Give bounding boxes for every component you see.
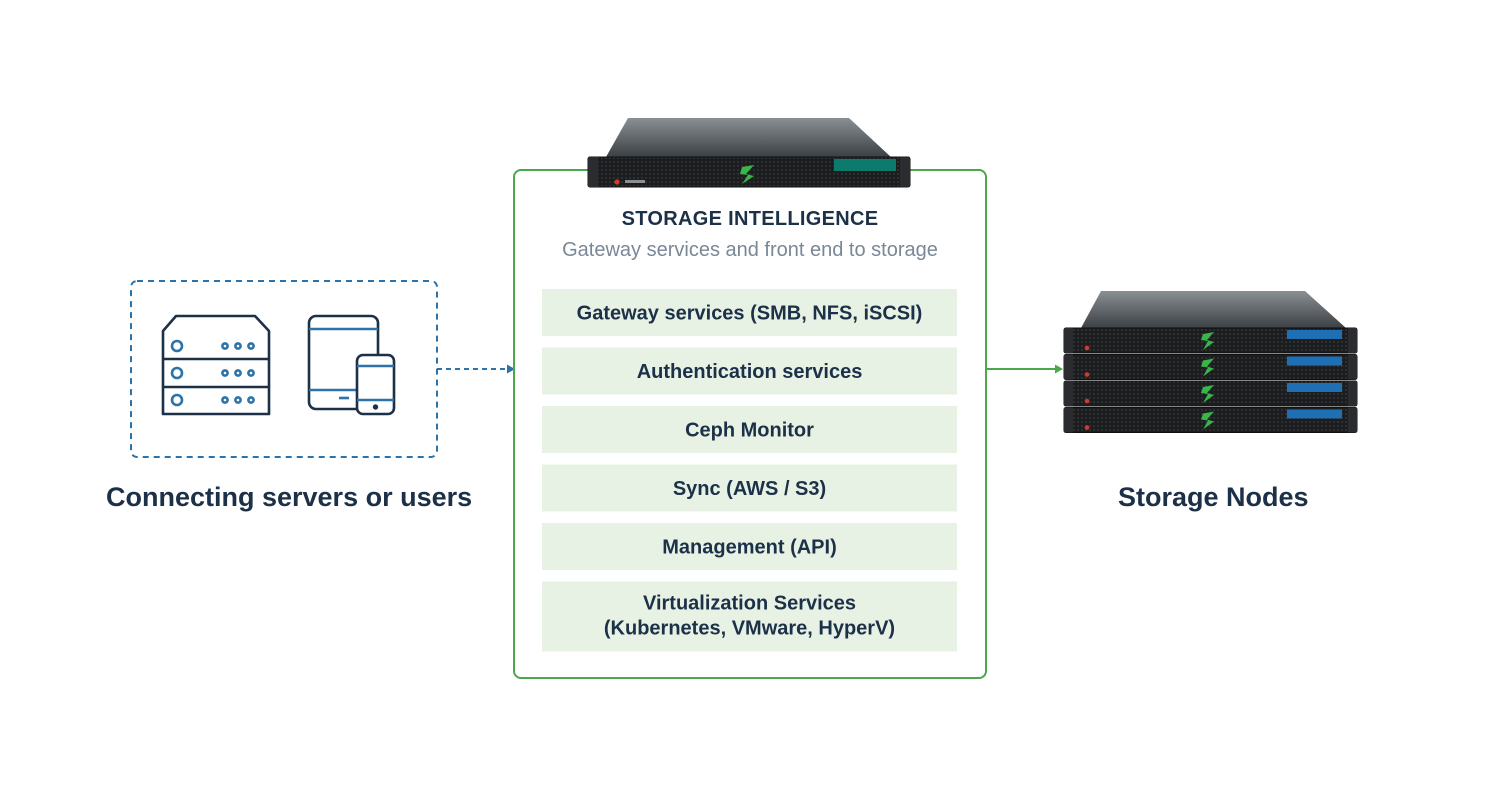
service-label: Ceph Monitor [685, 420, 814, 442]
storage-intelligence-subtitle: Gateway services and front end to storag… [562, 239, 938, 261]
service-row: Virtualization Services (Kubernetes, VMwa… [542, 581, 957, 652]
service-label: Authentication services [637, 361, 863, 383]
service-row: Management (API) [542, 523, 957, 570]
connecting-servers-label: Connecting servers or users [106, 482, 473, 512]
service-row: Authentication services [542, 347, 957, 395]
service-row-background [542, 406, 957, 453]
service-row: Sync (AWS / S3) [542, 464, 957, 512]
gateway-server-image [587, 118, 911, 188]
storage-node-unit [1063, 327, 1358, 354]
service-list: Gateway services (SMB, NFS, iSCSI) Authen… [542, 289, 957, 652]
service-row-background [542, 289, 957, 336]
phone-icon [355, 353, 396, 416]
service-label: Sync (AWS / S3) [673, 478, 826, 500]
gateway-to-storage-connector [986, 364, 1063, 374]
storage-nodes-label: Storage Nodes [1118, 482, 1309, 512]
service-label: Gateway services (SMB, NFS, iSCSI) [577, 303, 923, 325]
service-row-background [542, 464, 957, 512]
service-row-background [542, 581, 957, 652]
service-label: Management (API) [662, 537, 836, 559]
storage-nodes-image [1063, 291, 1358, 433]
service-row: Gateway services (SMB, NFS, iSCSI) [542, 289, 957, 336]
service-label: (Kubernetes, VMware, HyperV) [604, 618, 895, 640]
client-to-gateway-connector [437, 364, 515, 374]
service-row-background [542, 347, 957, 395]
clients-group [130, 280, 438, 458]
storage-node-unit [1063, 354, 1358, 380]
storage-intelligence-title: STORAGE INTELLIGENCE [621, 208, 879, 230]
server-rack-icon [161, 314, 271, 416]
service-row-background [542, 523, 957, 570]
storage-node-unit [1063, 380, 1358, 407]
storage-node-unit [1063, 407, 1358, 433]
service-label: Virtualization Services [643, 593, 856, 615]
service-row: Ceph Monitor [542, 406, 957, 453]
